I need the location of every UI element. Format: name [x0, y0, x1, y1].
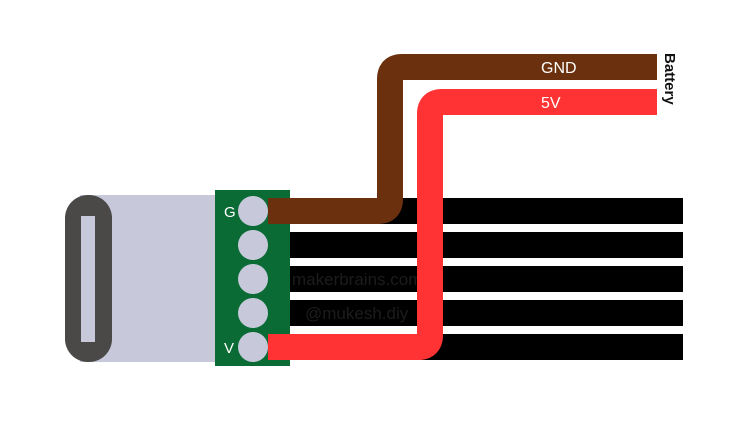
connector-slot-inner — [81, 216, 95, 342]
gnd-wire — [268, 54, 657, 224]
battery-label: Battery — [661, 53, 678, 105]
pin-label-gnd: G — [224, 204, 236, 221]
watermark-handle: @mukesh.diy — [305, 304, 409, 323]
5v-wire — [268, 89, 657, 360]
black-wire-2 — [268, 232, 683, 258]
pad-gnd — [238, 196, 268, 226]
watermark-site: makerbrains.com — [292, 270, 422, 289]
5v-wire-label: 5V — [541, 95, 561, 112]
pad-3 — [238, 264, 268, 294]
gnd-wire-label: GND — [541, 60, 577, 77]
pad-vbus — [238, 332, 268, 362]
black-wire-4 — [268, 300, 683, 326]
pcb-pads — [238, 196, 268, 362]
black-wire-3 — [268, 266, 683, 292]
pad-2 — [238, 230, 268, 260]
pin-label-vbus: V — [224, 340, 234, 357]
pad-4 — [238, 298, 268, 328]
